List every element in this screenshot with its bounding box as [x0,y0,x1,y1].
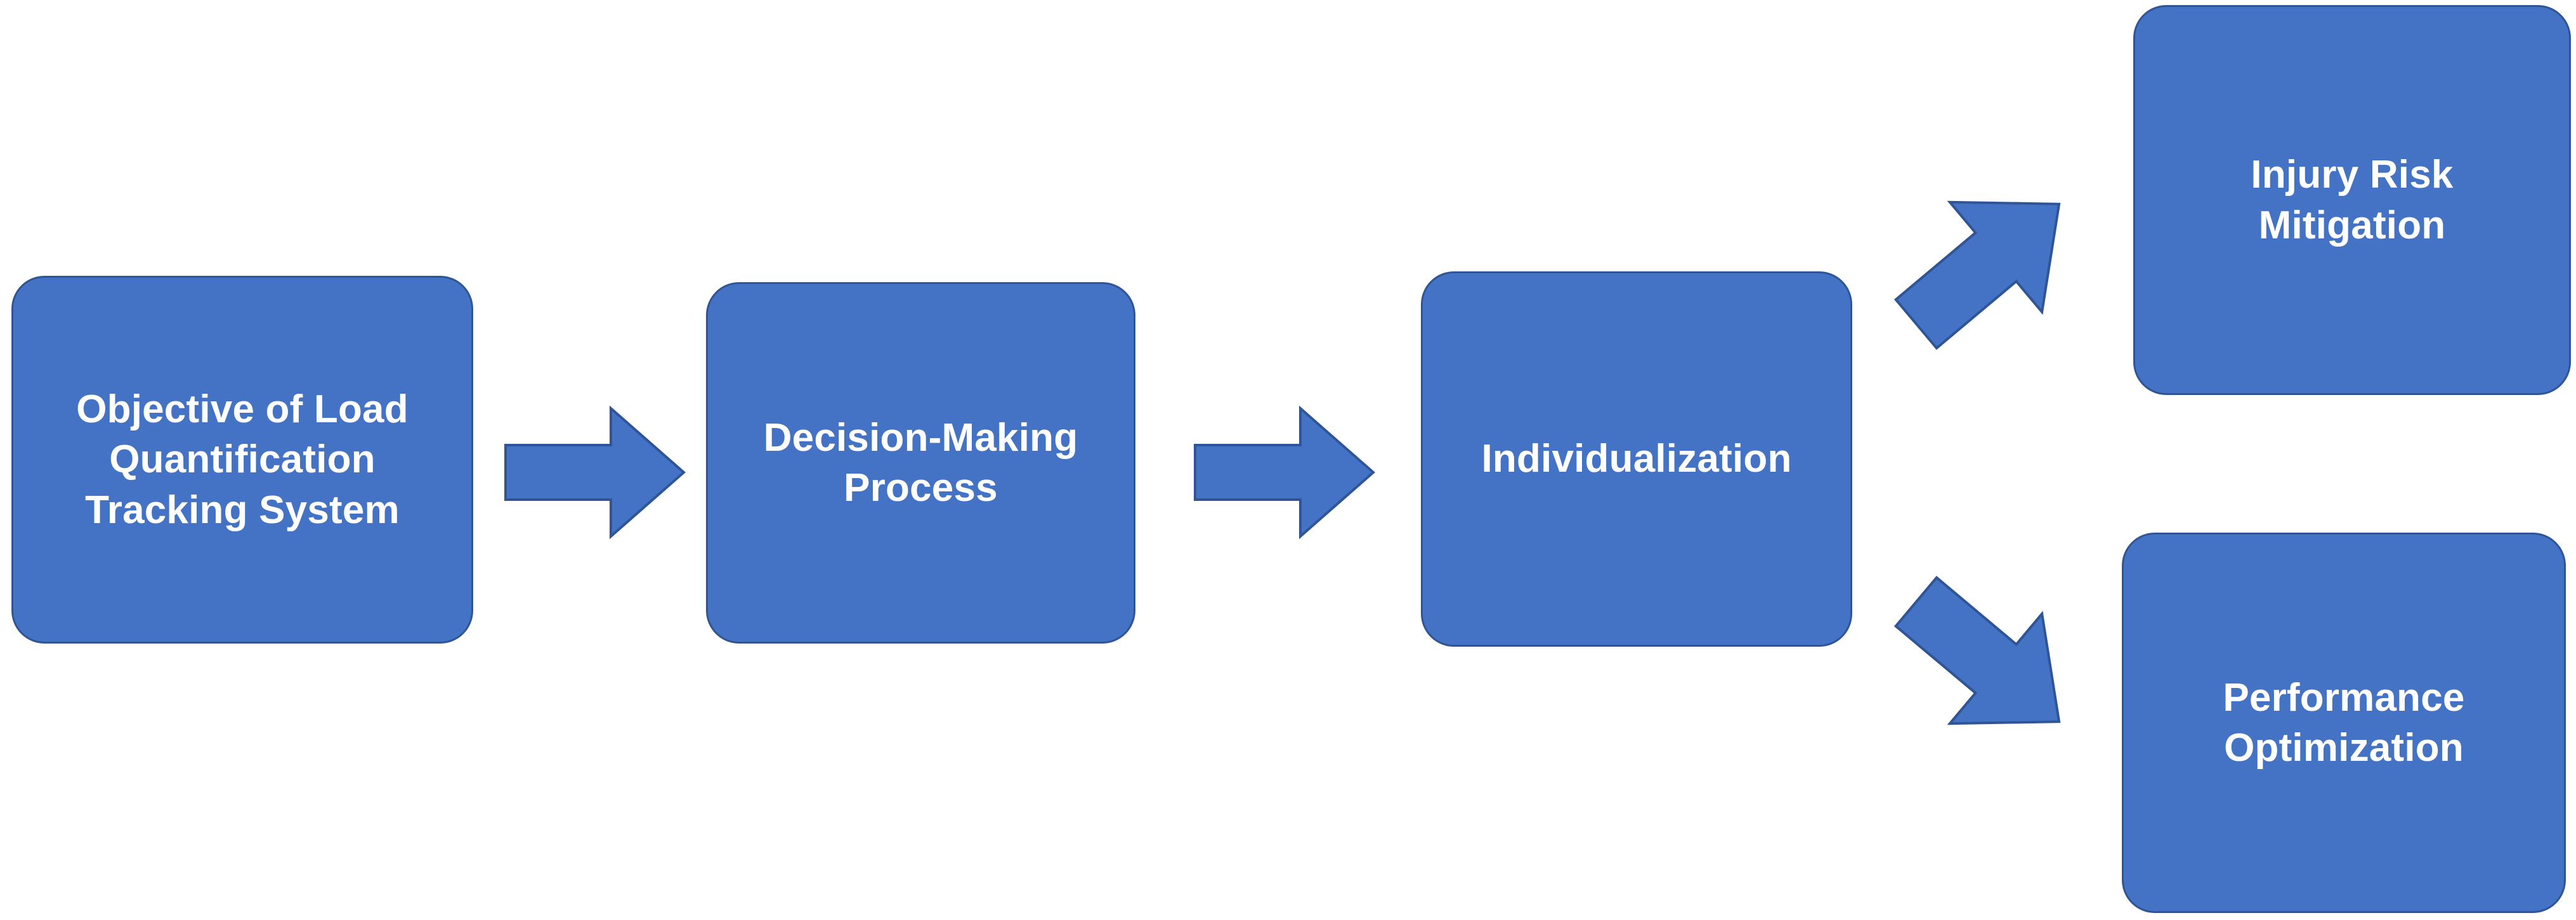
arrow-decision-to-individualization-icon [1194,405,1376,540]
node-label: Individualization [1481,437,1792,481]
arrow-objective-to-decision-icon [504,405,686,540]
arrow-individualization-to-injury-risk-icon [1890,165,2087,361]
node-decision-making-process[interactable]: Decision-Making Process [706,282,1135,644]
node-injury-risk-mitigation[interactable]: Injury Risk Mitigation [2133,5,2571,395]
node-objective-of-load-quantification-tracking-system[interactable]: Objective of Load Quantification Trackin… [11,276,473,644]
node-performance-optimization[interactable]: Performance Optimization [2122,533,2566,913]
arrow-individualization-to-performance-icon [1890,564,2087,761]
node-label: Performance Optimization [2223,675,2465,770]
node-label: Decision-Making Process [763,415,1078,510]
node-label: Objective of Load Quantification Trackin… [76,387,409,532]
node-individualization[interactable]: Individualization [1421,271,1852,647]
node-label: Injury Risk Mitigation [2251,153,2454,247]
